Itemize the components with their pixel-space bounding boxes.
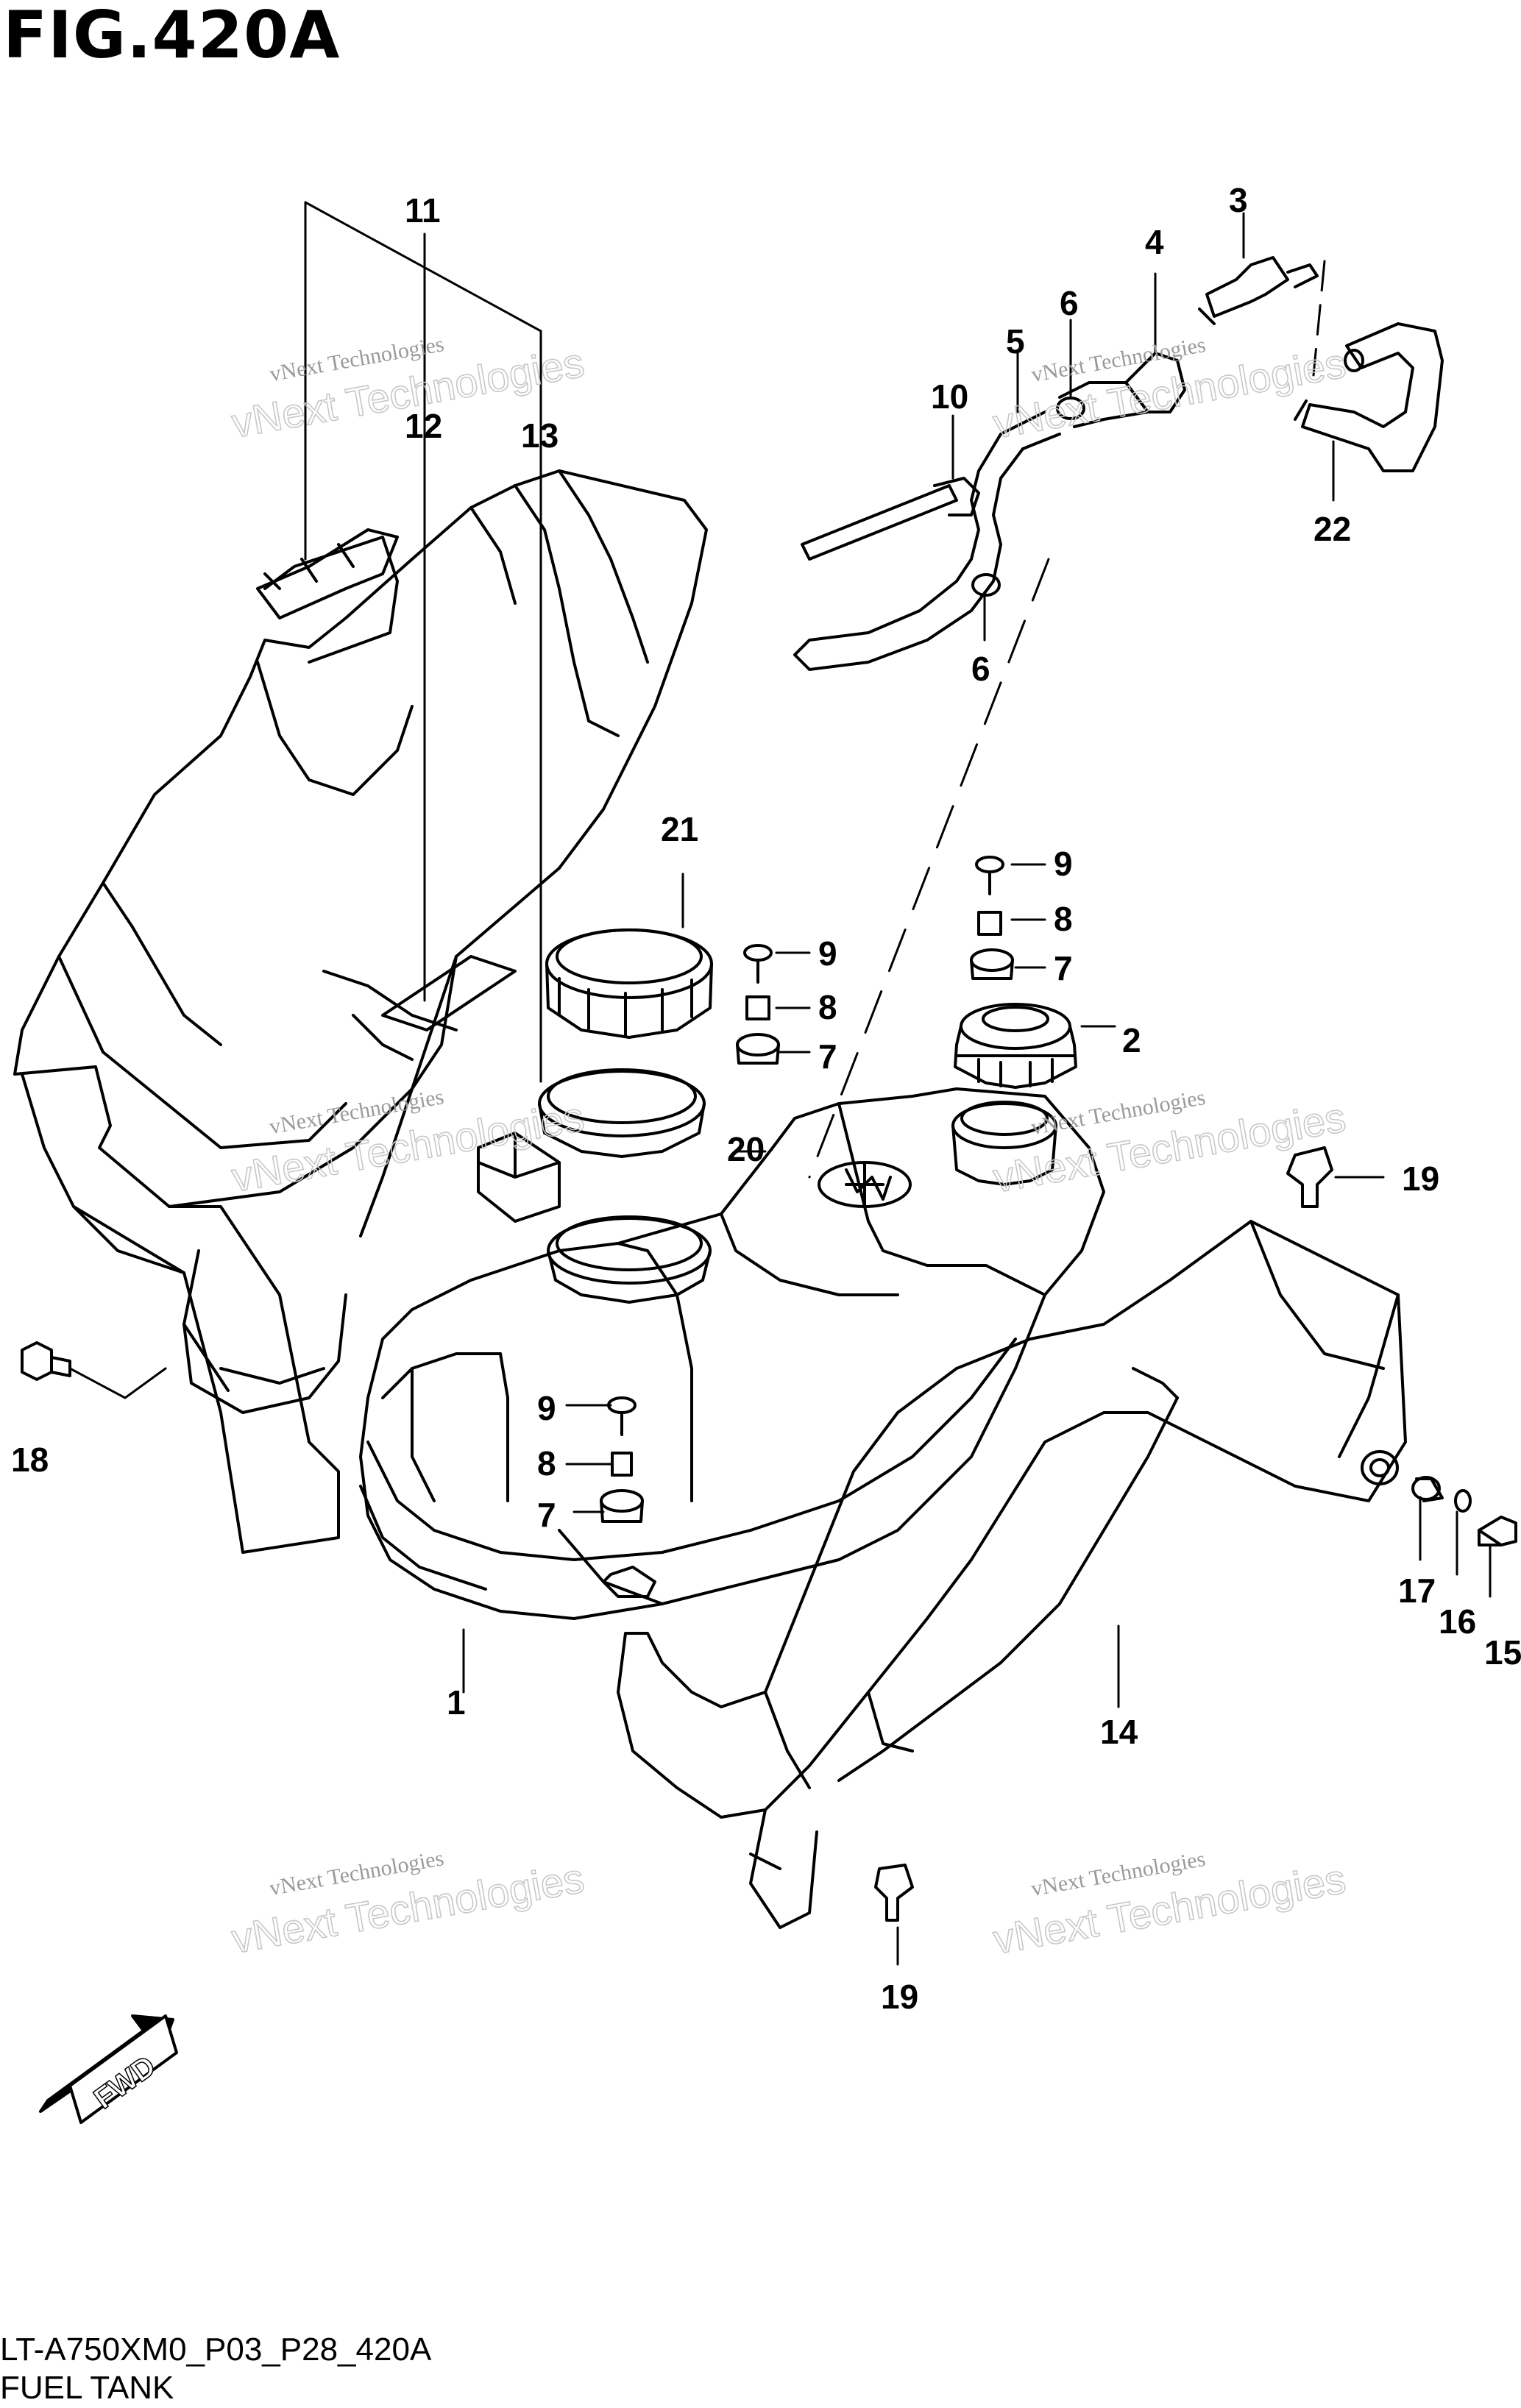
callout-9-tank: 9 (537, 1389, 556, 1427)
callout-11: 11 (405, 191, 441, 230)
part-vent-hoses (793, 256, 1444, 671)
callout-7-tank: 7 (537, 1496, 556, 1534)
part-fuel-cap (954, 1003, 1077, 1089)
callout-10: 10 (931, 377, 968, 416)
part-gasket (538, 1068, 706, 1158)
callout-6-lower: 6 (971, 650, 990, 688)
callout-9-pump: 9 (818, 934, 837, 973)
callout-19-upper: 19 (1402, 1159, 1439, 1198)
part-fuel-tank (359, 1087, 1105, 1620)
part-left-bracket (21, 1073, 340, 1554)
callout-14: 14 (1100, 1713, 1138, 1751)
callout-7-cap: 7 (1054, 949, 1073, 987)
callout-8-pump: 8 (818, 988, 837, 1026)
callout-5: 5 (1006, 322, 1025, 361)
callout-21: 21 (661, 810, 698, 848)
figure-name: FUEL TANK (0, 2370, 174, 2406)
part-right-bracket (617, 1220, 1407, 1929)
figure-code: LT-A750XM0_P03_P28_420A (0, 2331, 432, 2368)
callout-12: 12 (405, 407, 442, 445)
part-hardware (21, 856, 1517, 1922)
callout-8-tank: 8 (537, 1444, 556, 1482)
callout-6-upper: 6 (1060, 284, 1079, 322)
callout-7-pump: 7 (818, 1037, 837, 1076)
callout-labels: 1 2 3 4 5 6 6 7 7 7 8 8 8 9 9 9 10 11 12… (11, 181, 1521, 2016)
leader-lines (68, 201, 1492, 1966)
callout-1: 1 (447, 1683, 466, 1722)
callout-19-lower: 19 (881, 1978, 918, 2016)
callout-4: 4 (1145, 223, 1164, 261)
callout-22: 22 (1313, 510, 1351, 548)
callout-3: 3 (1229, 181, 1248, 219)
callout-17: 17 (1398, 1571, 1436, 1610)
callout-13: 13 (521, 416, 559, 455)
callout-2: 2 (1122, 1021, 1141, 1059)
callout-8-cap: 8 (1054, 900, 1073, 938)
callout-20: 20 (727, 1130, 765, 1168)
forward-direction-arrow (39, 2014, 178, 2124)
part-pad (381, 955, 561, 1223)
callout-18: 18 (11, 1441, 49, 1479)
callout-15: 15 (1484, 1633, 1521, 1672)
part-lock-ring (545, 928, 713, 1039)
figure-title: FIG.420A (3, 0, 341, 73)
callout-16: 16 (1439, 1602, 1476, 1641)
part-heat-shield (13, 469, 708, 1414)
callout-9-cap: 9 (1054, 845, 1073, 883)
